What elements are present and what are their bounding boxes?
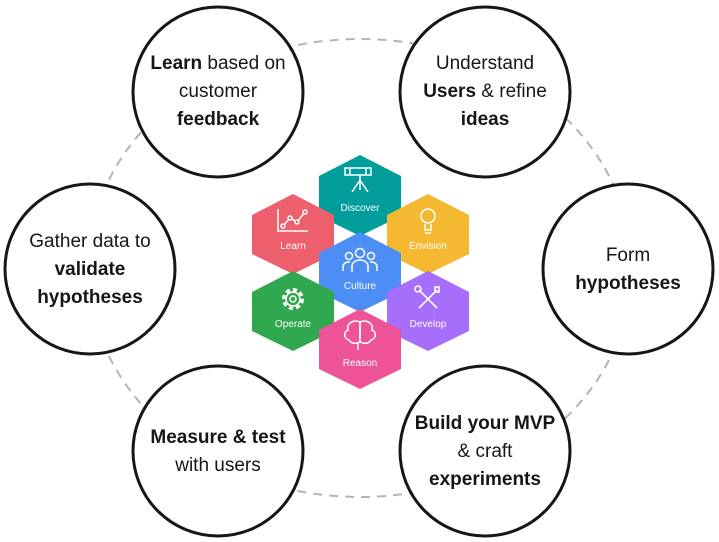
circle-gather	[3, 182, 177, 356]
hex-shape	[252, 271, 334, 351]
line-chart-icon	[277, 209, 308, 232]
normal-text: & refine	[476, 81, 547, 102]
normal-text: based on	[202, 53, 286, 74]
hex-culture-label: Culture	[344, 281, 377, 292]
bold-text: experiments	[429, 469, 541, 490]
circle-form	[541, 182, 715, 356]
bold-text: Build your MVP	[414, 413, 556, 434]
circle-measure-text: Measure & test with users	[133, 424, 303, 480]
tools-icon	[414, 285, 440, 309]
bold-text: ideas	[460, 109, 510, 130]
hex-discover: Discover	[319, 155, 401, 236]
text-line: ideas	[405, 106, 565, 134]
bold-text: hypotheses	[575, 273, 681, 294]
hex-operate: Operate	[252, 271, 334, 351]
circle-build	[398, 364, 572, 538]
hex-shape	[387, 194, 469, 274]
circle-understand	[398, 5, 572, 179]
text-line: Build your MVP	[400, 410, 570, 438]
circle-learn	[131, 5, 305, 179]
hex-develop-label: Develop	[410, 319, 447, 330]
hex-shape	[319, 155, 401, 236]
hex-envision-label: Envision	[409, 241, 447, 252]
text-line: hypotheses	[10, 284, 170, 312]
text-line: Users & refine	[405, 78, 565, 106]
text-line: Form	[605, 245, 651, 266]
text-line: & craft	[457, 441, 513, 462]
telescope-icon	[344, 167, 372, 193]
text-line: Learn based on	[138, 50, 298, 78]
hex-operate-label: Operate	[275, 319, 312, 330]
bold-text: Measure & test	[150, 427, 286, 448]
bold-text: Users	[423, 81, 477, 102]
hex-shape	[319, 309, 401, 389]
brain-icon	[344, 320, 376, 350]
circle-form-text: Form hypotheses	[548, 242, 708, 298]
circle-build-text: Build your MVP & craft experiments	[400, 410, 570, 494]
text-line: with users	[175, 455, 261, 476]
circle-understand-text: Understand Users & refine ideas	[405, 50, 565, 134]
text-line: Measure & test	[133, 424, 303, 452]
bold-text: hypotheses	[37, 287, 143, 308]
bold-text: Learn	[150, 53, 203, 74]
text-line: hypotheses	[548, 270, 708, 298]
text-line: experiments	[400, 466, 570, 494]
lightbulb-icon	[420, 208, 436, 234]
circle-gather-text: Gather data to validate hypotheses	[10, 228, 170, 312]
bold-text: validate	[54, 259, 126, 280]
text-line: feedback	[138, 106, 298, 134]
text-line: Understand	[435, 53, 535, 74]
hex-develop: Develop	[387, 271, 469, 351]
hex-reason: Reason	[319, 309, 401, 389]
circle-measure	[131, 364, 305, 538]
circle-learn-text: Learn based on customer feedback	[138, 50, 298, 134]
hex-shape	[387, 271, 469, 351]
hex-reason-label: Reason	[343, 358, 377, 369]
hex-envision: Envision	[387, 194, 469, 274]
text-line: validate	[10, 256, 170, 284]
gear-icon	[282, 288, 304, 310]
text-line: customer	[178, 81, 258, 102]
hex-discover-label: Discover	[341, 203, 381, 214]
hex-shape	[252, 194, 334, 274]
people-icon	[342, 247, 378, 272]
hex-learn: Learn	[252, 194, 334, 274]
bold-text: feedback	[176, 109, 260, 130]
hex-shape	[319, 232, 401, 312]
hex-culture: Culture	[319, 232, 401, 312]
hex-learn-label: Learn	[280, 241, 306, 252]
text-line: Gather data to	[29, 231, 151, 252]
